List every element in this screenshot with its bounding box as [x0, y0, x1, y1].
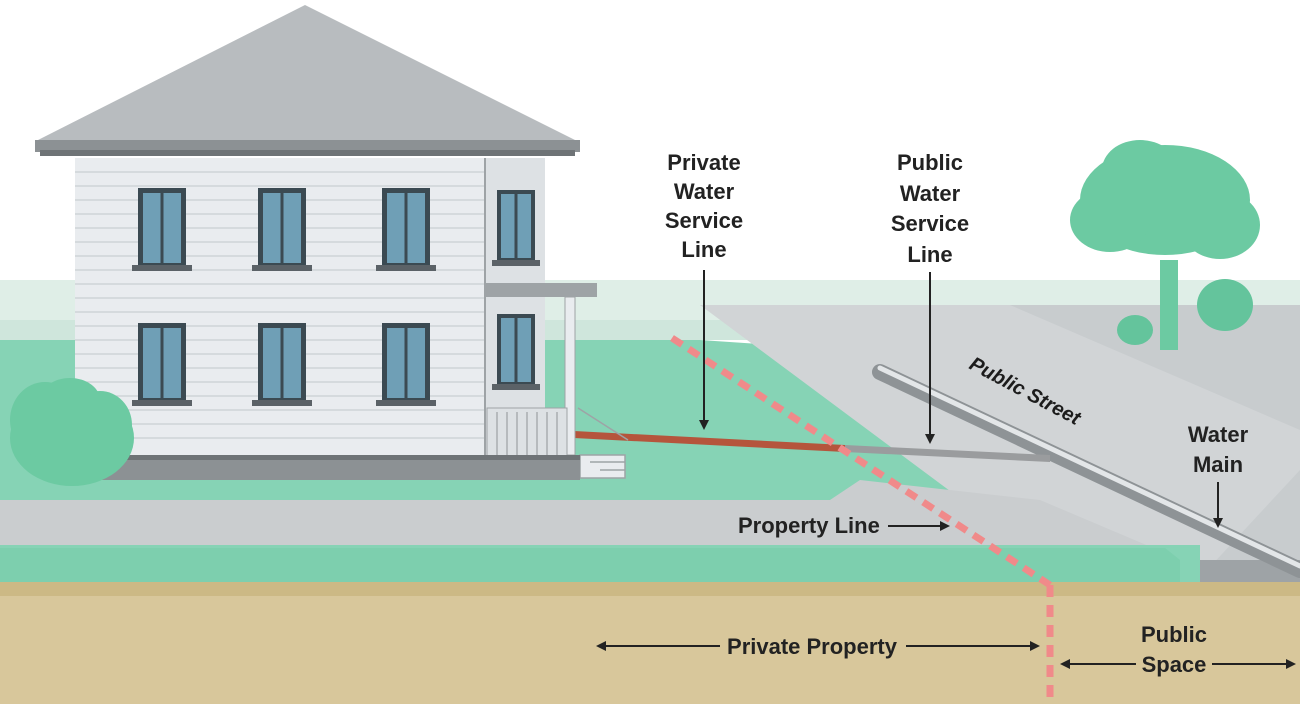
property-line — [670, 335, 1054, 704]
roof — [38, 5, 575, 140]
public-label-line-1: Public — [897, 150, 963, 175]
service-lines — [555, 430, 1050, 462]
public-label-line-3: Service — [891, 211, 969, 236]
private-service-line-label: Private Water Service Line — [665, 150, 743, 430]
water-main-label: Water Main — [1188, 422, 1249, 528]
tree-icon — [1070, 140, 1260, 350]
private-property-label: Private Property — [596, 634, 1040, 659]
private-service-line — [555, 430, 845, 452]
public-space-line-2: Space — [1142, 652, 1207, 677]
private-property-text: Private Property — [727, 634, 898, 659]
public-label-line-2: Water — [900, 181, 961, 206]
public-label-line-4: Line — [907, 242, 952, 267]
lower-windows — [132, 314, 540, 406]
public-space-label: Public Space — [1060, 622, 1296, 677]
soil — [0, 582, 1300, 704]
upper-windows — [132, 188, 540, 271]
public-service-line — [845, 445, 1050, 462]
soil-highlight — [0, 582, 1300, 596]
property-line-label: Property Line — [738, 513, 950, 538]
private-label-line-4: Line — [681, 237, 726, 262]
sidewalk — [0, 480, 1200, 583]
house-icon — [35, 5, 629, 480]
property-line-text: Property Line — [738, 513, 880, 538]
public-space-line-1: Public — [1141, 622, 1207, 647]
public-service-line-label: Public Water Service Line — [891, 150, 969, 444]
water-main-line-2: Main — [1193, 452, 1243, 477]
water-main-pipe — [872, 364, 1300, 578]
private-label-line-2: Water — [674, 179, 735, 204]
private-label-line-3: Service — [665, 208, 743, 233]
bush-icon — [10, 378, 134, 486]
water-main-line-1: Water — [1188, 422, 1249, 447]
porch-roof — [485, 283, 597, 297]
private-label-line-1: Private — [667, 150, 740, 175]
